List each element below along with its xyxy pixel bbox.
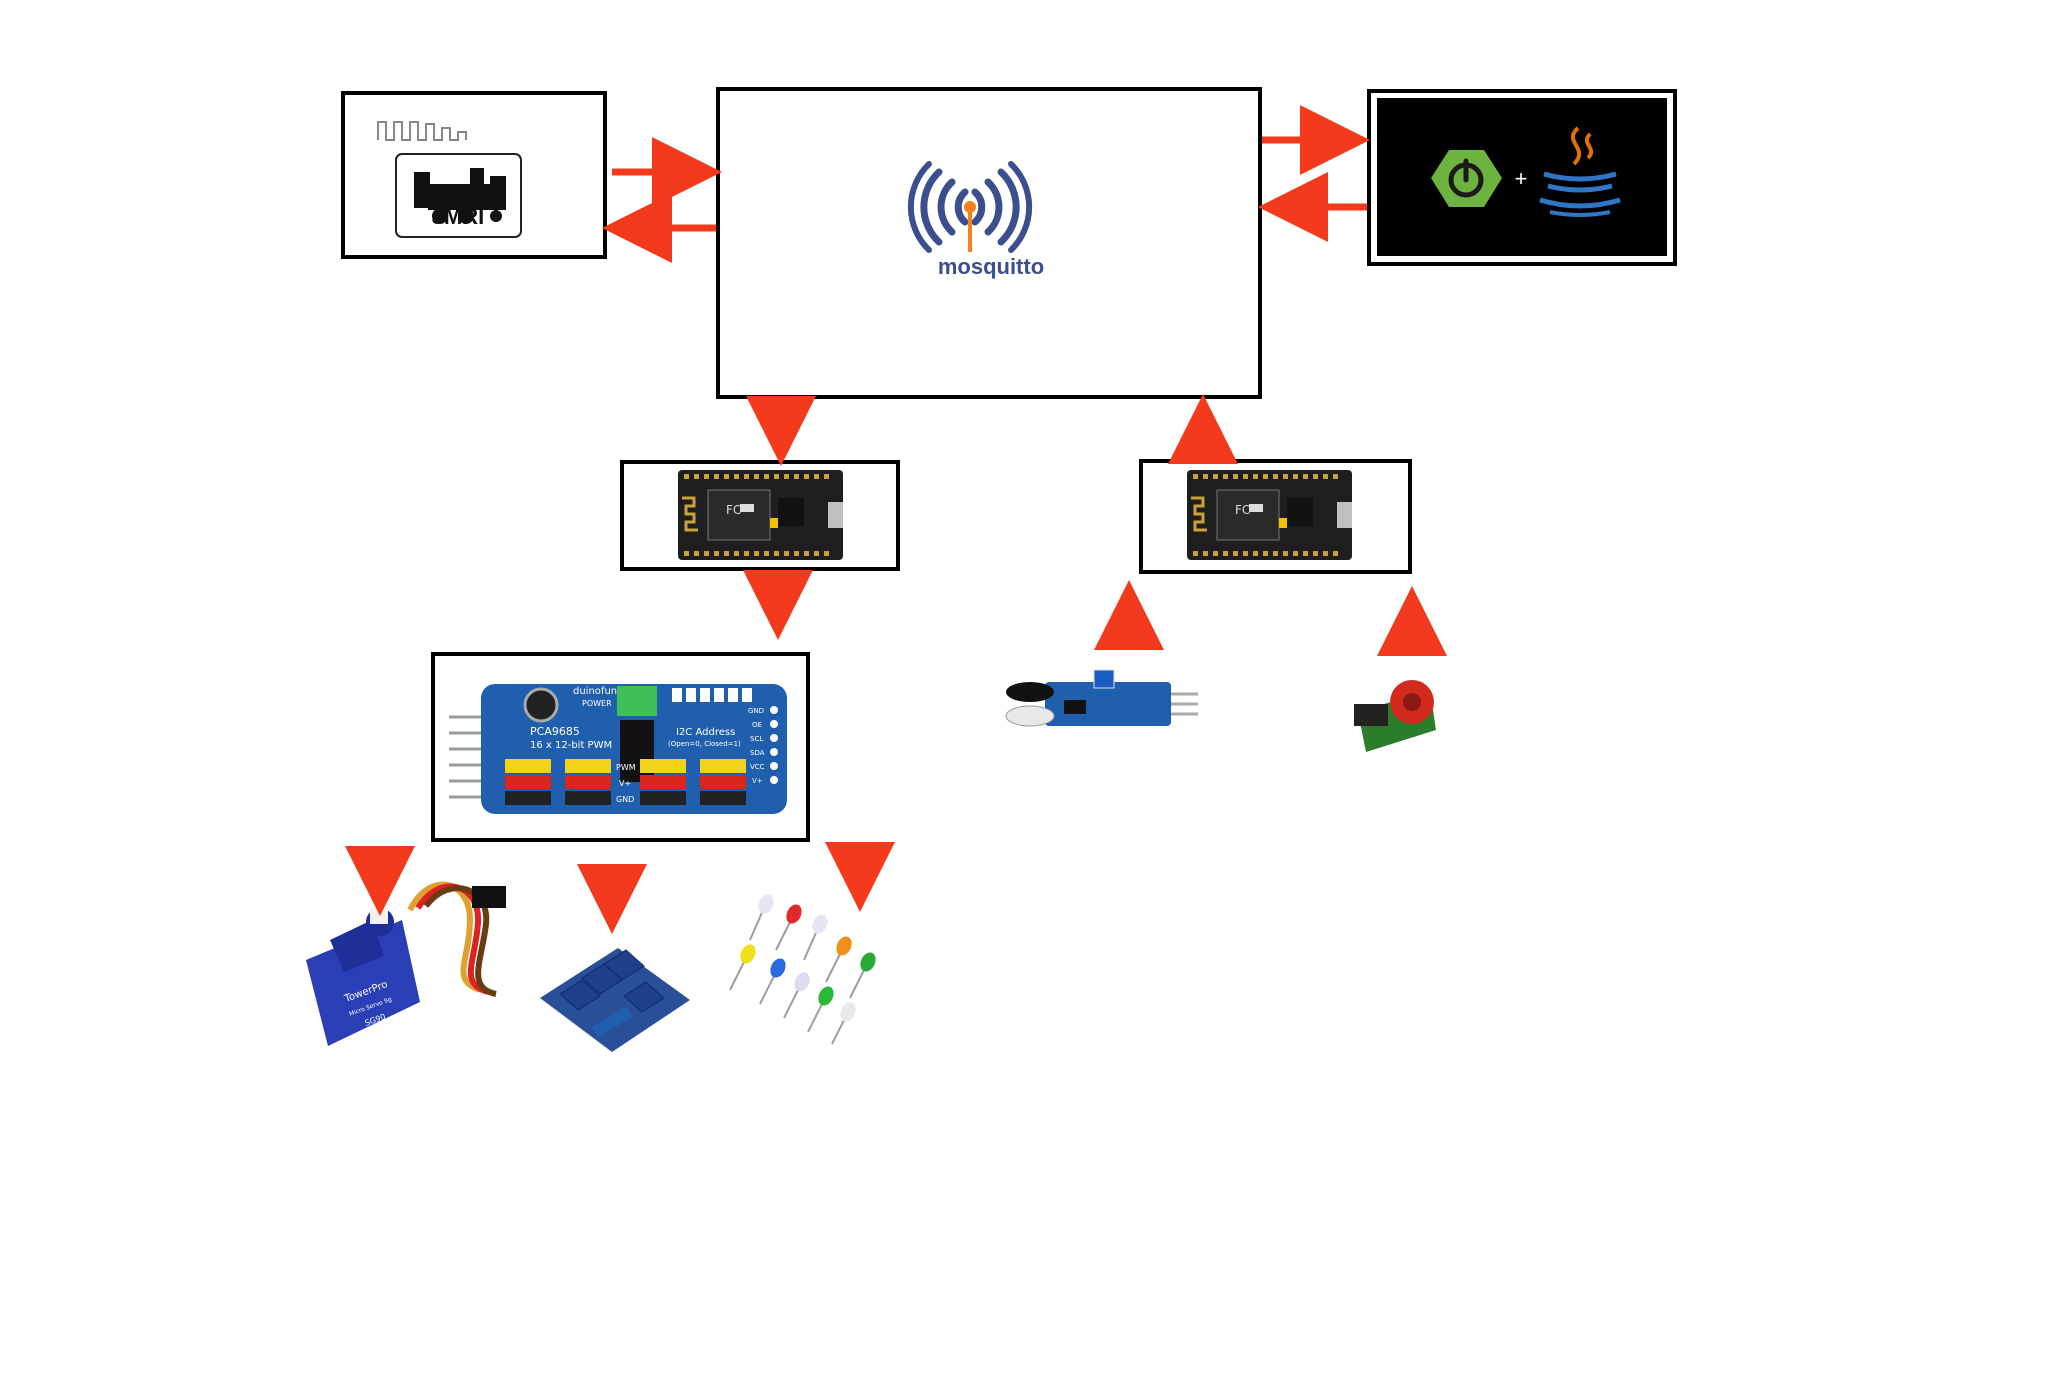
relay-board-icon <box>540 948 690 1052</box>
servo-motor-icon: TowerPro Micro Servo 9g SG90 <box>306 881 506 1046</box>
pwm-addr-sub-label: (Open=0, Closed=1) <box>668 740 741 748</box>
pwm-brand-text: duinofun <box>573 686 617 697</box>
jmri-node: JMRI <box>341 91 607 259</box>
pwm-row-label-pwm: PWM <box>616 763 636 772</box>
jmri-logo-text: JMRI <box>432 204 485 229</box>
pwm-header-row-yellow <box>505 759 746 773</box>
pwm-driver-node: duinofun POWER PCA9685 16 x 12-bit PWM I… <box>431 652 810 842</box>
esp8266-nodemcu-icon <box>676 468 845 562</box>
esp8266-output-node <box>620 460 900 571</box>
java-cup-icon <box>1539 126 1621 217</box>
pwm-row-label-vplus: V+ <box>619 779 631 788</box>
pwm-header-row-black <box>505 791 746 805</box>
pwm-chip-label: PCA9685 <box>530 725 580 738</box>
mqtt-broker-node: mosquitto <box>716 87 1262 399</box>
pwm-pin-scl: SCL <box>750 735 763 743</box>
current-sensor-icon <box>1354 680 1436 752</box>
mosquitto-logo-text: mosquitto <box>938 254 1044 279</box>
esp8266-input-node <box>1139 459 1412 574</box>
pwm-spec-label: 16 x 12-bit PWM <box>530 740 612 751</box>
pwm-header-row-red <box>505 775 746 789</box>
spring-java-backend-node: + <box>1367 89 1677 266</box>
locomotive-icon <box>414 168 506 224</box>
pwm-pin-gnd: GND <box>748 707 764 715</box>
flow-arrows <box>345 105 1447 934</box>
signal-waveform-icon <box>377 121 467 141</box>
pwm-pin-sda: SDA <box>750 749 765 757</box>
pwm-pin-oe: OE <box>752 721 762 729</box>
pwm-addr-label: I2C Address <box>676 727 735 738</box>
pwm-row-label-gnd: GND <box>616 795 634 804</box>
pwm-power-text: POWER <box>582 699 612 708</box>
plus-sign: + <box>1515 166 1528 191</box>
pwm-pin-vplus: V+ <box>752 777 763 785</box>
mqtt-broadcast-icon <box>907 161 1033 253</box>
pca9685-board-icon: duinofun POWER PCA9685 16 x 12-bit PWM I… <box>449 684 787 814</box>
esp8266-nodemcu-icon <box>1185 468 1354 562</box>
pwm-pin-vcc: VCC <box>750 763 765 771</box>
ir-sensor-icon <box>1005 669 1198 727</box>
led-set-icon <box>729 894 876 1045</box>
